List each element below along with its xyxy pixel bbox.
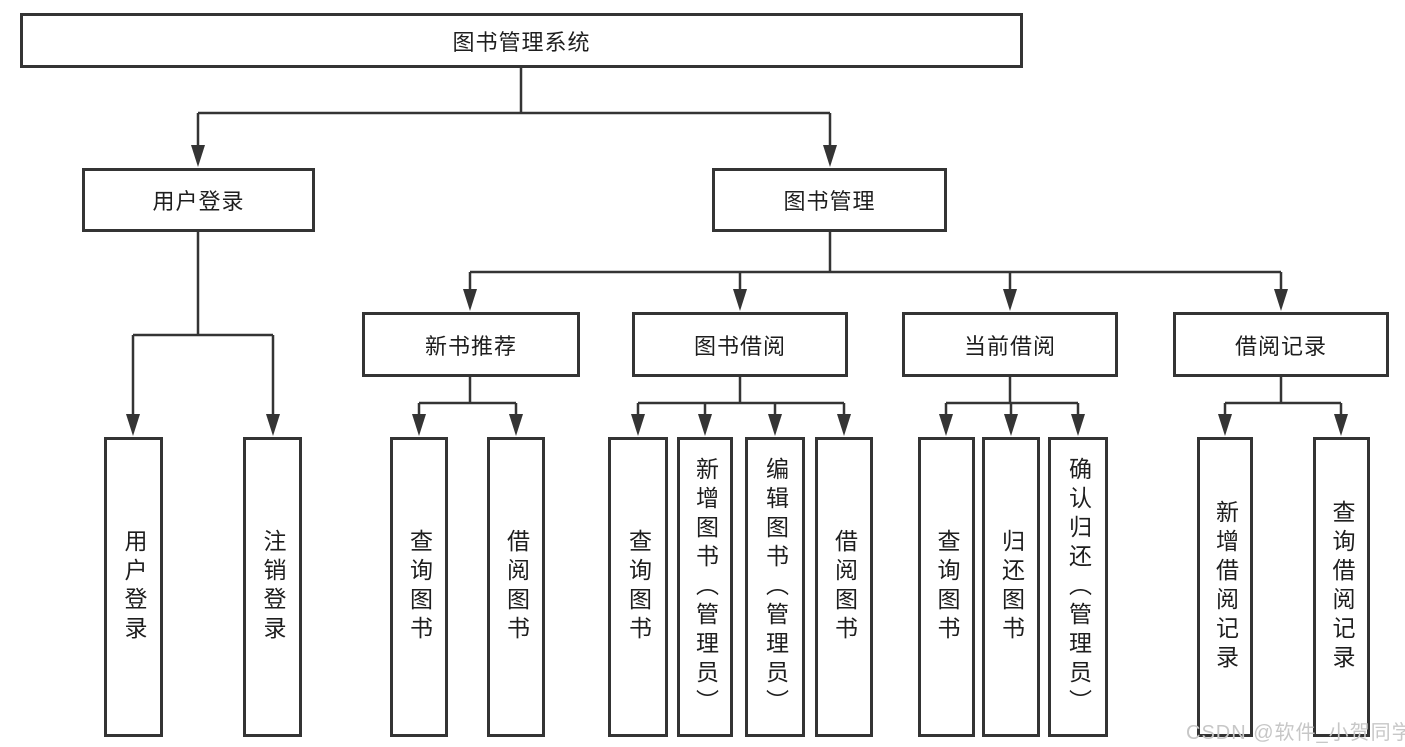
leaf-recommend-query-book: 查询图书 <box>390 437 448 737</box>
node-current-borrow: 当前借阅 <box>902 312 1118 377</box>
node-new-book-recommend: 新书推荐 <box>362 312 580 377</box>
leaf-logout: 注销登录 <box>243 437 302 737</box>
leaf-borrow-add-book-admin: 新增图书（管理员） <box>677 437 733 737</box>
leaf-user-login: 用户登录 <box>104 437 163 737</box>
leaf-current-query-book: 查询图书 <box>918 437 975 737</box>
connector-paths <box>131 68 1343 417</box>
leaf-current-confirm-return-admin: 确认归还（管理员） <box>1048 437 1108 737</box>
arrowheads <box>126 145 1348 436</box>
node-user-login: 用户登录 <box>82 168 315 232</box>
leaf-borrow-query-book: 查询图书 <box>608 437 668 737</box>
leaf-borrow-edit-book-admin: 编辑图书（管理员） <box>745 437 805 737</box>
node-root: 图书管理系统 <box>20 13 1023 68</box>
leaf-borrow-borrow-book: 借阅图书 <box>815 437 873 737</box>
leaf-current-return-book: 归还图书 <box>982 437 1040 737</box>
node-book-management: 图书管理 <box>712 168 947 232</box>
leaf-records-query-borrow-record: 查询借阅记录 <box>1313 437 1370 737</box>
node-borrow-records: 借阅记录 <box>1173 312 1389 377</box>
leaf-records-add-borrow-record: 新增借阅记录 <box>1197 437 1253 737</box>
csdn-watermark: CSDN @软件_小贺同学 <box>1186 722 1405 744</box>
node-book-borrow: 图书借阅 <box>632 312 848 377</box>
leaf-recommend-borrow-book: 借阅图书 <box>487 437 545 737</box>
